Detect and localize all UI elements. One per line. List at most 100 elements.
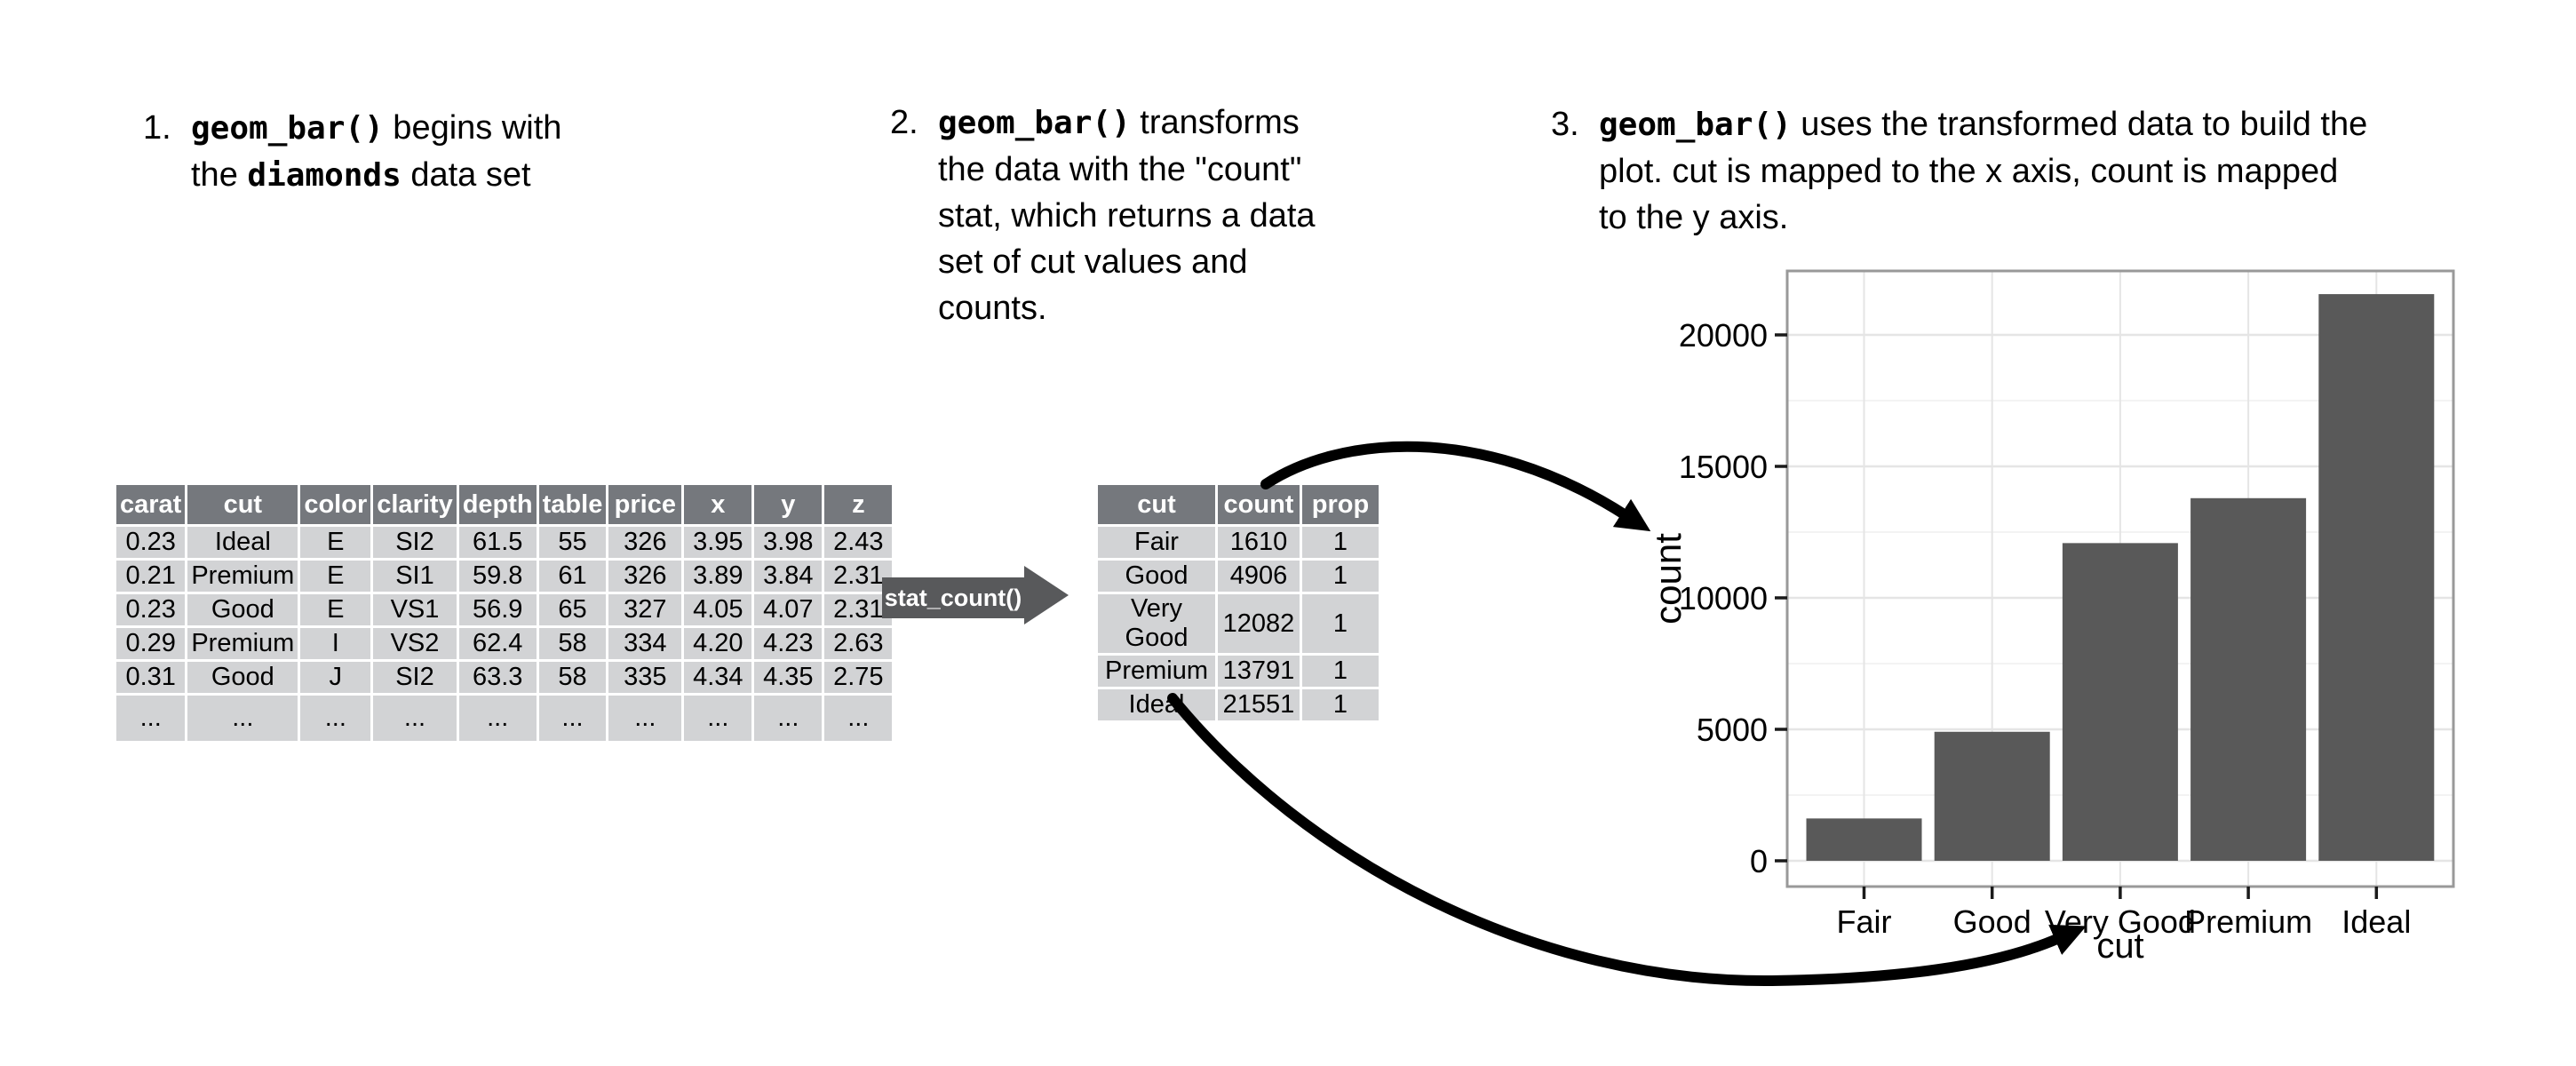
table-cell: 61.5 bbox=[456, 524, 539, 561]
stat-count-transform-arrow: stat_count() bbox=[882, 566, 1069, 624]
table-cell: 12082 bbox=[1215, 592, 1302, 656]
column-header-clarity: clarity bbox=[370, 482, 459, 527]
stat-count-label: stat_count() bbox=[884, 584, 1022, 611]
x-tick-label: Premium bbox=[2184, 903, 2312, 940]
table-cell: 59.8 bbox=[456, 558, 539, 594]
table-cell: 0.23 bbox=[113, 592, 188, 628]
bar-very-good bbox=[2062, 543, 2178, 861]
inline-text: the data with the "count" bbox=[938, 151, 1302, 188]
table-cell: 326 bbox=[606, 524, 685, 561]
y-tick-label: 10000 bbox=[1679, 580, 1768, 617]
inline-text: set of cut values and bbox=[938, 243, 1248, 281]
table-cell: VS1 bbox=[370, 592, 459, 628]
table-cell: 334 bbox=[606, 625, 685, 662]
bar-good bbox=[1934, 731, 2050, 861]
column-header-table: table bbox=[536, 482, 609, 527]
stat-count-arrow-body: stat_count() bbox=[882, 577, 1024, 618]
table-cell: ... bbox=[681, 693, 755, 744]
table-cell: Very Good bbox=[1095, 592, 1218, 656]
table-cell: 3.84 bbox=[751, 558, 825, 594]
table-cell: ... bbox=[298, 693, 374, 744]
inline-code: diamonds bbox=[247, 157, 402, 194]
bar-ideal bbox=[2318, 294, 2435, 861]
table-cell: J bbox=[298, 659, 374, 696]
table-cell: 2.63 bbox=[822, 625, 895, 662]
table-cell: E bbox=[298, 524, 374, 561]
inline-text: to the y axis. bbox=[1599, 199, 1789, 236]
table-cell: I bbox=[298, 625, 374, 662]
table-cell: Fair bbox=[1095, 524, 1218, 561]
table-cell: 4.23 bbox=[751, 625, 825, 662]
table-cell: 3.98 bbox=[751, 524, 825, 561]
annotation-step-3: 3. geom_bar() uses the transformed data … bbox=[1551, 101, 2367, 241]
table-cell: 4.05 bbox=[681, 592, 755, 628]
table-cell: Good bbox=[185, 659, 301, 696]
column-header-count: count bbox=[1215, 482, 1302, 527]
column-header-cut: cut bbox=[1095, 482, 1218, 527]
table-cell: 1 bbox=[1300, 592, 1381, 656]
stat-count-arrowhead-icon bbox=[1024, 566, 1069, 624]
table-cell: ... bbox=[185, 693, 301, 744]
x-tick-label: Ideal bbox=[2341, 903, 2411, 940]
table-cell: 1 bbox=[1300, 687, 1381, 723]
step-1-number: 1. bbox=[143, 109, 171, 147]
table-cell: 327 bbox=[606, 592, 685, 628]
inline-text: plot. cut is mapped to the x axis, count… bbox=[1599, 153, 2339, 190]
inline-text: data set bbox=[401, 156, 531, 194]
table-cell: 4.34 bbox=[681, 659, 755, 696]
table-cell: 65 bbox=[536, 592, 609, 628]
table-cell: E bbox=[298, 592, 374, 628]
table-cell: Good bbox=[1095, 558, 1218, 594]
y-tick-label: 0 bbox=[1750, 843, 1768, 879]
bar-fair bbox=[1806, 818, 1922, 861]
table-cell: 62.4 bbox=[456, 625, 539, 662]
inline-code: geom_bar() bbox=[191, 110, 384, 147]
column-header-prop: prop bbox=[1300, 482, 1381, 527]
column-header-color: color bbox=[298, 482, 374, 527]
table-cell: SI2 bbox=[370, 659, 459, 696]
table-cell: Ideal bbox=[185, 524, 301, 561]
table-cell: VS2 bbox=[370, 625, 459, 662]
column-header-cut: cut bbox=[185, 482, 301, 527]
table-cell: ... bbox=[456, 693, 539, 744]
table-cell: 13791 bbox=[1215, 653, 1302, 689]
table-cell: 0.23 bbox=[113, 524, 188, 561]
table-cell: ... bbox=[536, 693, 609, 744]
table-cell: SI2 bbox=[370, 524, 459, 561]
inline-code: geom_bar() bbox=[1599, 107, 1792, 143]
table-cell: 0.31 bbox=[113, 659, 188, 696]
table-cell: 3.89 bbox=[681, 558, 755, 594]
table-cell: ... bbox=[822, 693, 895, 744]
table-cell: 4906 bbox=[1215, 558, 1302, 594]
table-cell: ... bbox=[606, 693, 685, 744]
column-header-price: price bbox=[606, 482, 685, 527]
column-header-x: x bbox=[681, 482, 755, 527]
table-cell: Premium bbox=[185, 625, 301, 662]
table-cell: E bbox=[298, 558, 374, 594]
x-tick-label: Good bbox=[1953, 903, 2031, 940]
table-cell: 61 bbox=[536, 558, 609, 594]
bar-premium bbox=[2190, 497, 2307, 861]
table-cell: Ideal bbox=[1095, 687, 1218, 723]
y-axis-title: count bbox=[1652, 533, 1689, 624]
y-tick-label: 20000 bbox=[1679, 317, 1768, 354]
table-cell: 335 bbox=[606, 659, 685, 696]
table-cell: ... bbox=[751, 693, 825, 744]
inline-text: begins with bbox=[383, 109, 562, 147]
